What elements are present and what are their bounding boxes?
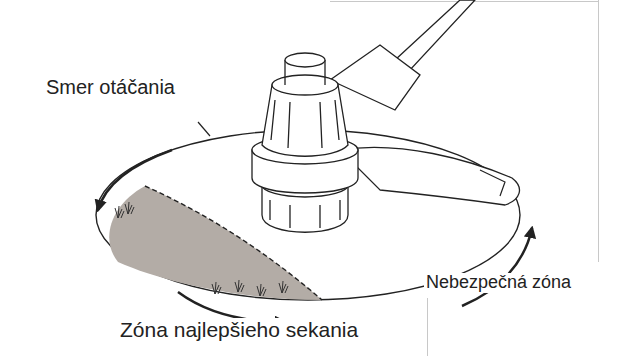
- callout-label: Smer otáčania: [44, 76, 177, 98]
- grass-tuft: [125, 202, 134, 214]
- callout-label: Zóna najlepšieho sekania: [118, 318, 360, 341]
- grass-tuft: [115, 206, 124, 218]
- callout-label: Nebezpečná zóna: [424, 273, 573, 293]
- trimmer-guard: [340, 147, 519, 205]
- trimmer-guard: [480, 170, 505, 196]
- leader-line: [198, 122, 210, 136]
- grass-tuft: [212, 282, 221, 294]
- spool-head: [252, 53, 358, 232]
- grass-tuft: [279, 281, 288, 293]
- frame-line: [330, 0, 599, 356]
- grass-tuft: [257, 284, 266, 296]
- grass-tuft: [235, 280, 244, 292]
- trimmer-shaft: [330, 0, 475, 110]
